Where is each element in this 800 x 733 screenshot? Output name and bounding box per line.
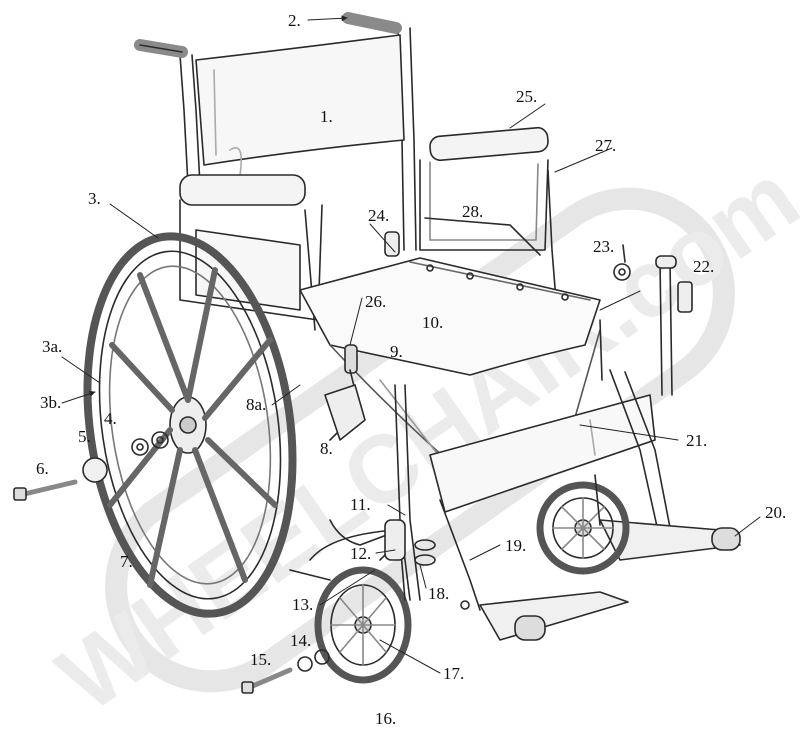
callout-20: 20.: [765, 503, 787, 522]
calf-strap: [429, 394, 656, 513]
armrest-right: [419, 126, 557, 301]
callout-8: 8.: [320, 439, 333, 458]
back-post-left: [134, 39, 201, 186]
callout-11: 11.: [350, 495, 371, 514]
back-upholstery: [195, 34, 405, 166]
callout-27: 27.: [595, 136, 617, 155]
callout-15: 15.: [250, 650, 272, 669]
callout-13: 13.: [292, 595, 314, 614]
callout-18: 18.: [428, 584, 450, 603]
callout-9: 9.: [390, 342, 403, 361]
callout-17: 17.: [443, 664, 465, 683]
wheel-lock: [324, 344, 366, 441]
caster-axle-hardware: [241, 539, 436, 694]
callout-19: 19.: [505, 536, 527, 555]
callout-23: 23.: [593, 237, 615, 256]
axle-hardware: [13, 431, 169, 501]
callout-2: 2.: [288, 11, 301, 30]
leader-lines: [61, 15, 761, 674]
callout-4: 4.: [104, 409, 117, 428]
armrest-left: [179, 174, 323, 331]
callout-1: 1.: [320, 107, 333, 126]
caster-left: [314, 519, 412, 684]
callout-26: 26.: [365, 292, 387, 311]
rear-wheel: [83, 232, 297, 618]
callout-22: 22.: [693, 257, 715, 276]
callout-24: 24.: [368, 206, 390, 225]
callout-28: 28.: [462, 202, 484, 221]
footrest-left: [439, 499, 629, 641]
callout-3b: 3b.: [40, 393, 62, 412]
caster-right: [536, 474, 630, 575]
callout-16: 16.: [375, 709, 397, 728]
callout-6: 6.: [36, 459, 49, 478]
callout-14: 14.: [290, 631, 312, 650]
callout-5: 5.: [78, 427, 91, 446]
callout-25: 25.: [516, 87, 538, 106]
footrest-right: [599, 369, 741, 561]
seat-upholstery: [299, 257, 601, 376]
callout-8a: 8a.: [246, 395, 267, 414]
callout-10: 10.: [422, 313, 444, 332]
callout-12: 12.: [350, 544, 372, 563]
callout-7: 7.: [120, 552, 133, 571]
accessory-parts: [384, 231, 693, 396]
callout-21: 21.: [686, 431, 708, 450]
callout-3a: 3a.: [42, 337, 63, 356]
callout-3: 3.: [88, 189, 101, 208]
